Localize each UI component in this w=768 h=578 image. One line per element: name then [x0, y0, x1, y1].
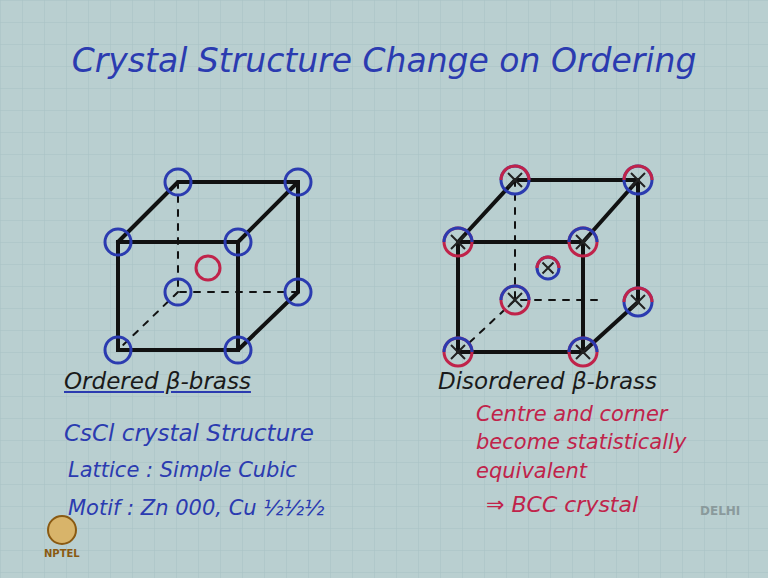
- mixed-atom-arc: [624, 166, 652, 180]
- cu-atom: [196, 256, 220, 280]
- structure-note: CsCl crystal Structure: [64, 420, 314, 446]
- mixed-atom-arc: [537, 257, 559, 268]
- logo-mark: [48, 516, 76, 544]
- lattice-note: Lattice : Simple Cubic: [68, 458, 297, 482]
- bcc-note: ⇒ BCC crystal: [486, 492, 638, 517]
- mixed-atom-arc: [501, 286, 529, 300]
- mixed-atom-arc: [501, 166, 529, 180]
- mixed-atom-mark: [576, 345, 590, 359]
- ordered-cube: [118, 182, 298, 350]
- mixed-atom-arc: [444, 338, 472, 352]
- disordered-cube: [458, 180, 638, 352]
- slide-title: Crystal Structure Change on Ordering: [72, 42, 697, 80]
- mixed-atom-mark: [451, 235, 465, 249]
- watermark: DELHI: [700, 505, 740, 519]
- mixed-atom-arc: [569, 338, 597, 352]
- mixed-atom: [501, 286, 529, 314]
- ordered-caption: Ordered β-brass: [64, 368, 251, 394]
- mixed-atom: [569, 228, 597, 256]
- motif-note: Motif : Zn 000, Cu ½½½: [68, 496, 324, 520]
- mixed-atom-mark: [451, 345, 465, 359]
- mixed-atom: [444, 228, 472, 256]
- mixed-atom: [624, 288, 652, 316]
- zn-atoms: [105, 169, 311, 363]
- mixed-atom: [569, 338, 597, 366]
- mixed-atom-mark: [631, 173, 645, 187]
- mixed-atom: [444, 338, 472, 366]
- mixed-atom: [501, 166, 529, 194]
- mixed-atom: [624, 166, 652, 194]
- equivalence-note: Centre and corner become statistically e…: [476, 400, 716, 485]
- mixed-atom-mark: [576, 235, 590, 249]
- mixed-atom: [537, 257, 559, 279]
- mixed-atom-arc: [444, 228, 472, 242]
- disordered-caption: Disordered β-brass: [438, 368, 657, 394]
- watermark: NPTEL: [44, 548, 80, 560]
- mixed-atoms: [444, 166, 652, 366]
- mixed-atom-mark: [631, 295, 645, 309]
- mixed-atom-arc: [569, 228, 597, 242]
- mixed-atom-mark: [508, 293, 522, 307]
- mixed-atom-mark: [508, 173, 522, 187]
- mixed-atom-arc: [624, 288, 652, 302]
- mixed-atom-mark: [543, 263, 554, 274]
